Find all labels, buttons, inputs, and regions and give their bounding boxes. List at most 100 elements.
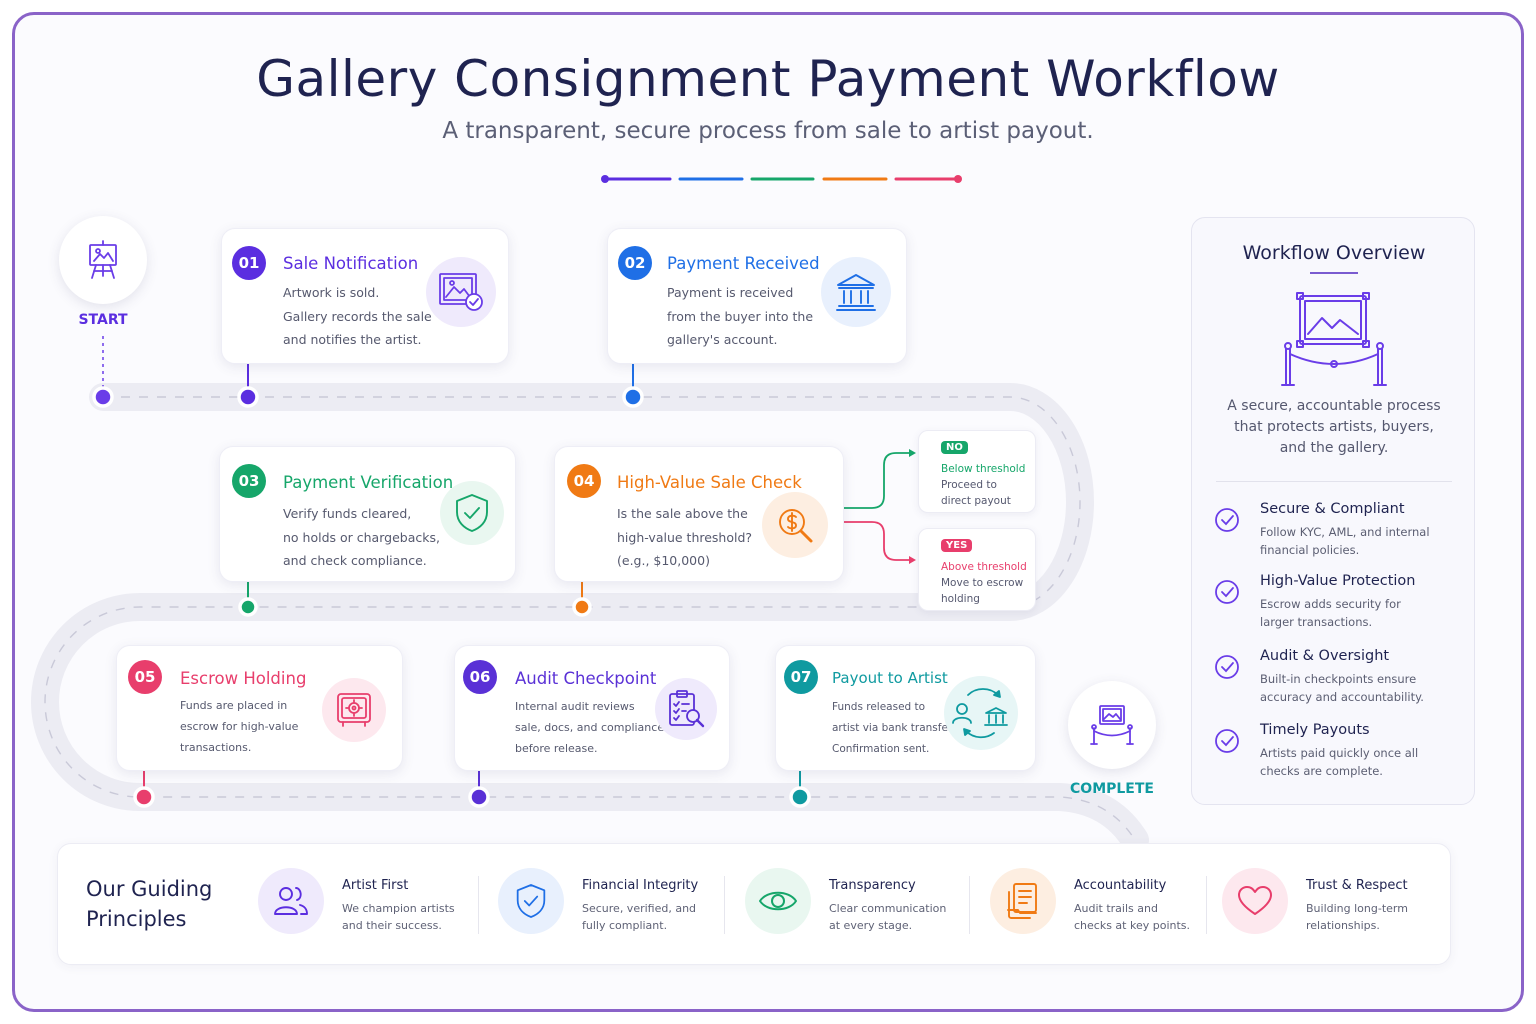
people-icon xyxy=(274,887,308,915)
step-card-03[interactable]: 03 Payment Verification Verify funds cle… xyxy=(219,446,516,582)
page-subtitle: A transparent, secure process from sale … xyxy=(442,118,1094,144)
framed-artwork-check-icon xyxy=(439,273,483,311)
overview-title: Workflow Overview xyxy=(1242,242,1426,264)
start-label: START xyxy=(78,312,128,328)
principle-icon-circle xyxy=(258,868,324,934)
overview-item-title: Timely Payouts xyxy=(1260,722,1370,738)
principle-icon-circle xyxy=(1222,868,1288,934)
step-icon-circle xyxy=(762,492,828,558)
complete-node xyxy=(1068,681,1156,769)
divider xyxy=(478,876,479,934)
step-number-badge: 01 xyxy=(232,246,266,280)
step-card-01[interactable]: 01 Sale Notification Artwork is sold.Gal… xyxy=(221,228,509,364)
step-card-06[interactable]: 06 Audit Checkpoint Internal audit revie… xyxy=(454,645,730,771)
artist-bank-transfer-icon xyxy=(952,688,1008,739)
heart-icon xyxy=(1238,886,1272,915)
step-number-badge: 05 xyxy=(128,660,162,694)
workflow-overview-panel: Workflow Overview A secure, accountable … xyxy=(1191,217,1475,805)
shield-check-icon xyxy=(516,884,546,918)
principle-title: Trust & Respect xyxy=(1306,878,1408,893)
safe-icon xyxy=(337,693,371,727)
principle-icon-circle xyxy=(745,868,811,934)
step-icon-circle xyxy=(440,481,504,545)
divider xyxy=(724,876,725,934)
step-title: Escrow Holding xyxy=(180,669,307,688)
complete-label: COMPLETE xyxy=(1070,781,1154,797)
principle-title: Artist First xyxy=(342,878,409,893)
overview-item-title: High-Value Protection xyxy=(1260,573,1416,589)
overview-item-title: Audit & Oversight xyxy=(1260,648,1390,664)
gallery-frame-icon xyxy=(1281,292,1387,386)
start-node xyxy=(59,216,147,304)
step-title: Payout to Artist xyxy=(832,669,948,687)
step-title: High-Value Sale Check xyxy=(617,473,802,492)
step-number-badge: 07 xyxy=(784,660,818,694)
gallery-frame-icon xyxy=(1090,705,1134,745)
step-card-04[interactable]: 04 High-Value Sale Check Is the sale abo… xyxy=(554,446,844,582)
color-divider xyxy=(601,175,962,183)
check-circle-icon xyxy=(1215,655,1239,679)
step-description: Artwork is sold.Gallery records the sale… xyxy=(283,285,432,347)
check-circle-icon xyxy=(1215,580,1239,604)
clipboard-audit-icon xyxy=(669,690,705,728)
check-circle-icon xyxy=(1215,508,1239,532)
easel-icon xyxy=(89,240,117,279)
principle-title: Accountability xyxy=(1074,878,1167,893)
check-circle-icon xyxy=(1215,729,1239,753)
shield-check-icon xyxy=(456,494,488,532)
step-icon-circle xyxy=(426,257,496,327)
step-number-badge: 04 xyxy=(567,464,601,498)
principle-icon-circle xyxy=(498,868,564,934)
dollar-search-icon xyxy=(779,509,813,543)
principle-title: Transparency xyxy=(829,878,916,893)
no-badge: NO xyxy=(941,441,968,454)
document-stack-icon xyxy=(1007,883,1037,919)
divider xyxy=(969,876,970,934)
page-title: Gallery Consignment Payment Workflow xyxy=(256,50,1280,108)
principle-title: Financial Integrity xyxy=(582,878,699,893)
principle-icon-circle xyxy=(990,868,1056,934)
step-number-badge: 06 xyxy=(463,660,497,694)
step-icon-circle xyxy=(944,676,1018,750)
step-title: Audit Checkpoint xyxy=(515,669,657,688)
step-title: Payment Received xyxy=(667,254,820,273)
step-icon-circle xyxy=(655,678,717,740)
overview-underline xyxy=(1310,272,1358,274)
step-title: Sale Notification xyxy=(283,254,419,273)
overview-item-title: Secure & Compliant xyxy=(1260,501,1405,517)
step-title: Payment Verification xyxy=(283,473,454,492)
overview-divider xyxy=(1216,481,1452,482)
step-icon-circle xyxy=(821,257,891,327)
step-number-badge: 03 xyxy=(232,464,266,498)
divider xyxy=(1206,876,1207,934)
eye-icon xyxy=(759,891,797,911)
step-number-badge: 02 xyxy=(618,246,652,280)
step-description: Verify funds cleared,no holds or chargeb… xyxy=(283,506,440,568)
bank-icon xyxy=(836,274,876,311)
yes-badge: YES xyxy=(941,539,973,552)
